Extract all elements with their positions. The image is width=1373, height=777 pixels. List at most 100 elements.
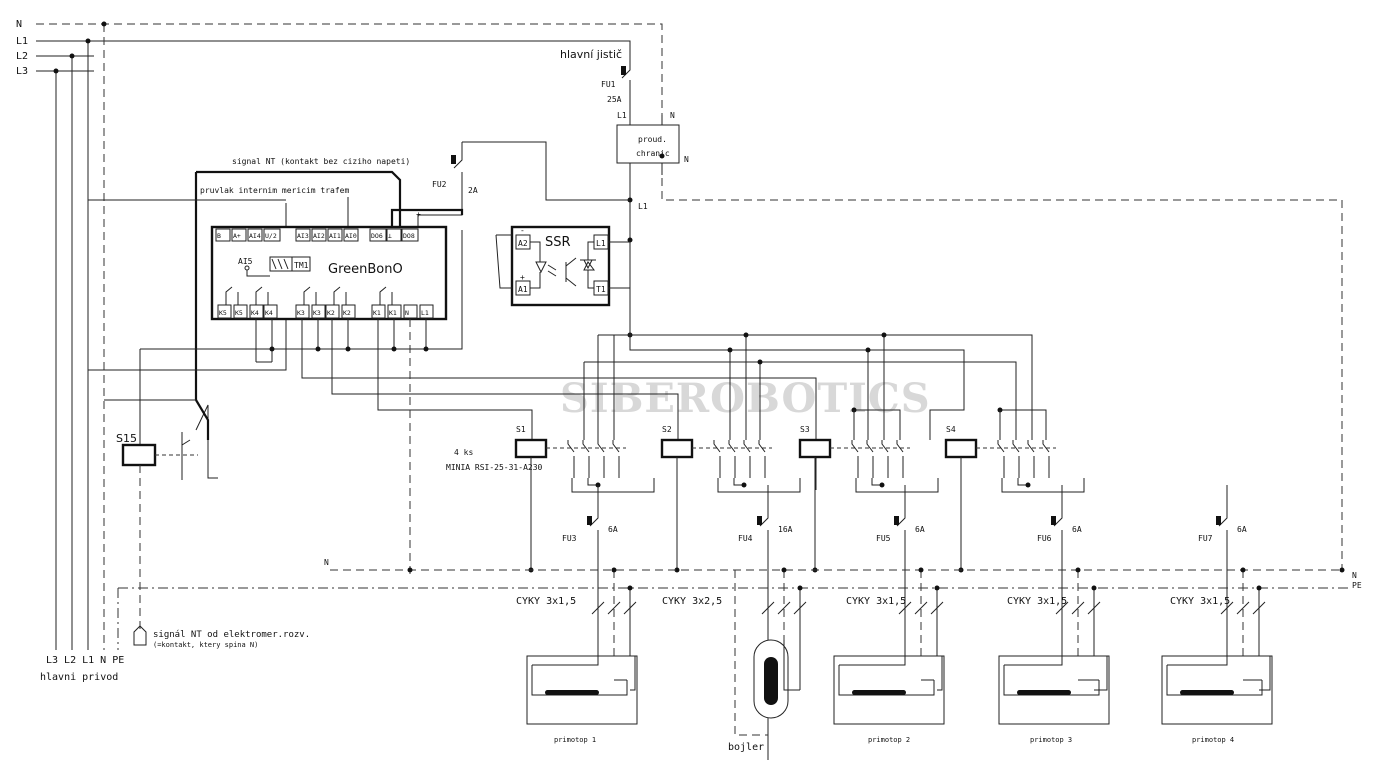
rcd-n-in: N xyxy=(670,111,675,120)
controller-bottom-terminal: K3 xyxy=(297,309,305,317)
contactor-count: 4 ks xyxy=(454,448,473,457)
cable-label: CYKY 3x2,5 xyxy=(662,596,722,607)
fu1-rating: 25A xyxy=(607,95,622,104)
load-label: bojler xyxy=(728,742,764,753)
load-label: primotop 3 xyxy=(1030,736,1072,744)
fuse-rating: 6A xyxy=(1072,525,1082,534)
n-right-label: N xyxy=(1352,571,1357,580)
fuse-rating: 6A xyxy=(608,525,618,534)
controller-bottom-terminal: K1 xyxy=(389,309,397,317)
ssr-a2: A2 xyxy=(518,239,528,248)
controller-top-terminal: DO8 xyxy=(403,232,415,240)
cable-label: CYKY 3x1,5 xyxy=(846,596,906,607)
fu2-rating: 2A xyxy=(468,186,478,195)
watermark: SIBEROBOTICS xyxy=(560,375,931,422)
contactor-coil xyxy=(660,438,694,459)
controller-bottom-terminal: K2 xyxy=(327,309,335,317)
controller-name: GreenBonO xyxy=(328,262,403,277)
controller-outputs xyxy=(139,230,817,575)
controller-bottom-terminal: K3 xyxy=(313,309,321,317)
load-label: primotop 1 xyxy=(554,736,596,744)
ssr-t1: T1 xyxy=(596,285,606,294)
pruvlak-label: pruvlak internim mericim trafem xyxy=(200,186,349,195)
controller-bottom-terminal: N xyxy=(405,309,409,317)
controller-bottom-terminal: K4 xyxy=(251,309,259,317)
contactor-model: MINIA RSI-25-31-A230 xyxy=(446,463,543,472)
controller-top-terminal: AI0 xyxy=(345,232,357,240)
main-breaker: hlavní jistič FU1 25A L1 N proud. chrani… xyxy=(560,48,689,338)
controller-top-terminal: AI3 xyxy=(297,232,309,240)
controller-bottom-terminal: L1 xyxy=(421,309,429,317)
do8-plus: + xyxy=(416,210,421,219)
ssr-a1: A1 xyxy=(518,285,528,294)
rcd-n-out: N xyxy=(684,155,689,164)
contactor-label: S3 xyxy=(800,425,810,434)
n-bus-label: N xyxy=(324,558,329,567)
fuse-label: FU6 xyxy=(1037,534,1052,543)
contactor-label: S2 xyxy=(662,425,672,434)
nt-meter-sub: (=kontakt, ktery spina N) xyxy=(153,641,258,649)
controller-top-terminal: A+ xyxy=(233,232,241,240)
controller-top-terminal: AI4 xyxy=(249,232,261,240)
contactors: S1 S2 S3 S4 xyxy=(514,425,1085,573)
ssr-control-wire xyxy=(495,234,512,289)
contactor-2: S2 xyxy=(660,425,801,573)
controller-box xyxy=(210,225,448,321)
distribution-bus xyxy=(583,332,1047,440)
nt-meter-label: signál NT od elektromer.rozv. xyxy=(153,630,310,640)
controller-top-terminal: AI2 xyxy=(313,232,325,240)
rail-l1-label: L1 xyxy=(16,36,28,47)
s15-label: S15 xyxy=(116,432,137,445)
load-label: primotop 4 xyxy=(1192,736,1234,744)
load-branches: FU3 6A CYKY 3x1,5 primotop 1 FU4 16A CYKY 3x2,… xyxy=(516,485,1273,760)
ssr-l1: L1 xyxy=(596,239,606,248)
fu1-l1: L1 xyxy=(617,111,627,120)
main-supply-terminals: L3 L2 L1 N PE xyxy=(46,655,124,666)
contactor-label: S4 xyxy=(946,425,956,434)
controller-bottom-terminal: K4 xyxy=(265,309,273,317)
fu1-label: FU1 xyxy=(601,80,616,89)
controller-top-terminal: DO6 xyxy=(371,232,383,240)
n-pe-busbars: N N PE xyxy=(117,558,1362,650)
rcd-l1-out: L1 xyxy=(638,202,648,211)
controller-top-terminal: ⊥ xyxy=(388,232,392,240)
branch-1: FU3 6A CYKY 3x1,5 primotop 1 xyxy=(516,485,638,744)
contactor-4: S4 xyxy=(944,425,1085,573)
cable-label: CYKY 3x1,5 xyxy=(1170,596,1230,607)
branch-4: FU6 6A CYKY 3x1,5 primotop 3 xyxy=(998,485,1110,744)
rail-l3-label: L3 xyxy=(16,66,28,77)
fuse-label: FU4 xyxy=(738,534,753,543)
contactor-3: S3 xyxy=(798,425,939,573)
controller-bottom-terminal: K1 xyxy=(373,309,381,317)
ssr-plus: + xyxy=(520,273,525,282)
fuse-label: FU5 xyxy=(876,534,891,543)
controller-top-terminal: AI1 xyxy=(329,232,341,240)
fuse-rating: 6A xyxy=(1237,525,1247,534)
rail-n-label: N xyxy=(16,19,22,30)
nt-signal-label: signal NT (kontakt bez ciziho napeti) xyxy=(232,157,410,166)
contactor-coil xyxy=(798,438,832,459)
controller-bottom-terminal: K5 xyxy=(235,309,243,317)
rcd-line2: chranic xyxy=(636,149,670,158)
controller-top-terminal: B xyxy=(217,232,221,240)
fuse-label: FU3 xyxy=(562,534,577,543)
cable-label: CYKY 3x1,5 xyxy=(516,596,576,607)
tm1-label: TM1 xyxy=(294,261,309,270)
fu2-branch: FU2 2A + xyxy=(416,141,630,227)
branch-2: FU4 16A CYKY 3x2,5 bojler xyxy=(662,485,807,760)
main-supply-label: hlavni privod xyxy=(40,672,118,683)
main-supply: L3 L2 L1 N PE hlavni privod xyxy=(40,655,124,683)
cable-label: CYKY 3x1,5 xyxy=(1007,596,1067,607)
contactor-1: S1 xyxy=(514,425,655,573)
rcd-line1: proud. xyxy=(638,135,667,144)
fuse-rating: 16A xyxy=(778,525,793,534)
controller-bottom-terminal: K2 xyxy=(343,309,351,317)
ssr-name: SSR xyxy=(545,235,571,250)
fuse-rating: 6A xyxy=(915,525,925,534)
rail-l2-label: L2 xyxy=(16,51,28,62)
controller-top-terminal: U/2 xyxy=(265,232,277,240)
